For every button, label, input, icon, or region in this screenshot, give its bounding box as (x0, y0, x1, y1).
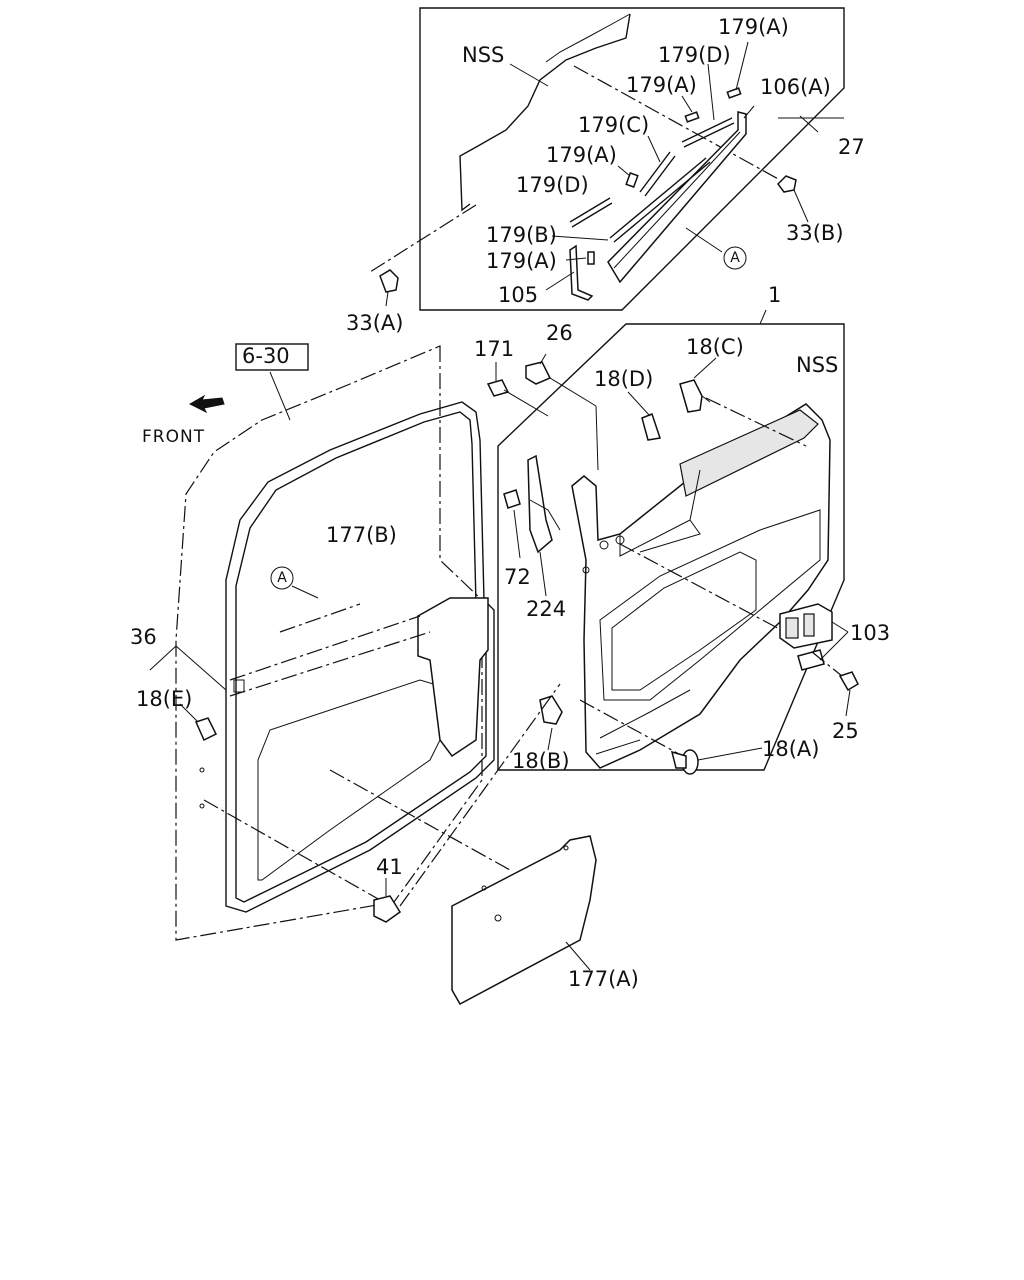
label-nss-mid: NSS (796, 353, 838, 377)
label-26: 26 (546, 321, 573, 345)
clip-18a (670, 747, 763, 775)
door-trim-panel (571, 403, 831, 769)
ref-a-circle-door: A (270, 566, 319, 599)
strip-179a-3 (625, 172, 639, 188)
deadener-177b (417, 597, 489, 758)
label-33b: 33(B) (786, 221, 844, 245)
door-shell: A (149, 343, 597, 1006)
svg-text:A: A (277, 570, 287, 586)
label-27: 27 (838, 135, 865, 159)
clip-18d (627, 391, 661, 441)
label-171: 171 (474, 337, 514, 361)
label-36: 36 (130, 625, 157, 649)
strip-179a-2 (684, 111, 700, 123)
strip-179d-2 (569, 197, 611, 223)
label-18b: 18(B) (512, 749, 570, 773)
label-25: 25 (832, 719, 859, 743)
label-106a: 106(A) (760, 75, 831, 99)
clip-18e (179, 703, 218, 742)
label-nss-top: NSS (462, 43, 504, 67)
part-103-bracket (779, 603, 849, 671)
ref-a-circle-inset: A (723, 246, 747, 270)
clip-18c (679, 357, 717, 413)
clip-33a (379, 269, 399, 307)
label-179c: 179(C) (578, 113, 649, 137)
label-177a: 177(A) (568, 967, 639, 991)
label-1: 1 (768, 283, 781, 307)
label-41: 41 (376, 855, 403, 879)
label-18a: 18(A) (762, 737, 819, 761)
part-26 (525, 353, 599, 471)
handle-224 (527, 454, 561, 597)
label-179a-4: 179(A) (486, 249, 557, 273)
label-179a-2: 179(A) (626, 73, 697, 97)
label-18e: 18(E) (136, 687, 192, 711)
label-6-30: 6-30 (242, 344, 290, 368)
strip-179b (609, 157, 707, 239)
label-18c: 18(C) (686, 335, 744, 359)
weatherstrip-106a (607, 111, 747, 284)
label-103: 103 (850, 621, 890, 645)
label-72: 72 (504, 565, 531, 589)
clip-33b (777, 175, 809, 223)
inset-frame (419, 7, 845, 311)
label-179a-1: 179(A) (718, 15, 789, 39)
door-outline (175, 345, 483, 941)
label-177b: 177(B) (326, 523, 397, 547)
inset-nss-panel (459, 13, 631, 212)
inset-weatherstrip (369, 7, 845, 311)
label-179d-2: 179(D) (516, 173, 589, 197)
strip-179c (639, 151, 671, 193)
strip-179a-1 (726, 87, 742, 99)
label-179a-3: 179(A) (546, 143, 617, 167)
label-224: 224 (526, 597, 566, 621)
screw-72 (503, 489, 521, 559)
screw-25 (811, 651, 859, 717)
label-179b: 179(B) (486, 223, 557, 247)
strip-179d-1 (681, 117, 733, 143)
part-171 (486, 362, 549, 417)
door-seal-outer (225, 401, 495, 913)
label-18d: 18(D) (594, 367, 653, 391)
label-105: 105 (498, 283, 538, 307)
sheet-177a (451, 835, 597, 1006)
label-front: FRONT (142, 427, 205, 447)
inset-door-trim (486, 309, 859, 775)
svg-text:A: A (730, 250, 740, 266)
front-arrow-icon (188, 394, 225, 414)
door-trim-frame (497, 323, 845, 771)
clip-18b (539, 695, 563, 751)
label-179d-1: 179(D) (658, 43, 731, 67)
strip-179a-4 (587, 251, 595, 265)
clip-41 (373, 878, 402, 923)
ref-box-6-30 (235, 343, 309, 371)
label-33a: 33(A) (346, 311, 403, 335)
